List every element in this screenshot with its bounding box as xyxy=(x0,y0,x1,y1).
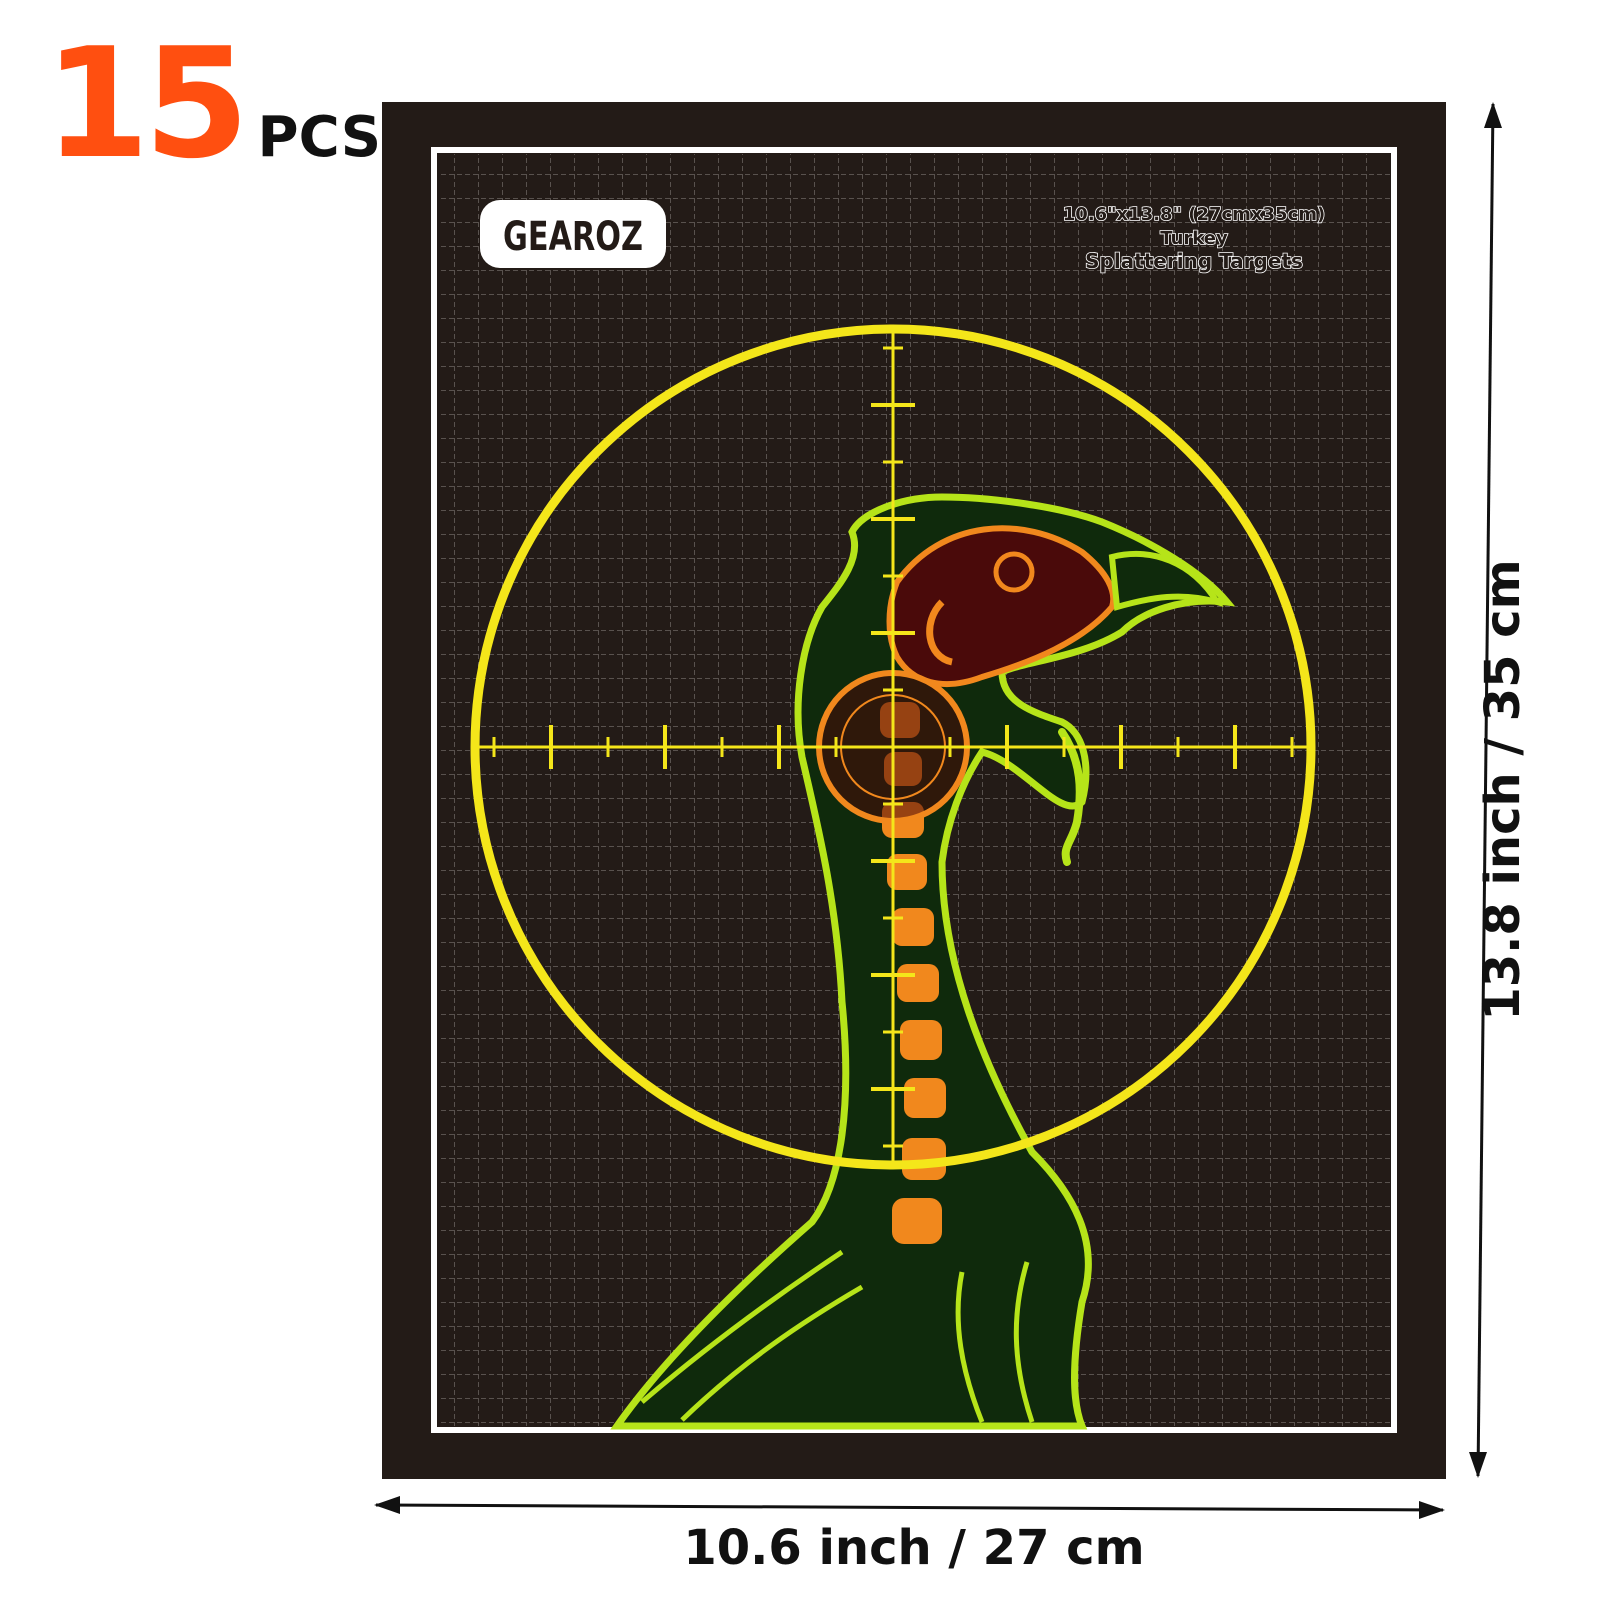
brand-logo: GEAROZ xyxy=(480,200,666,268)
width-arrow xyxy=(374,1496,1445,1519)
width-label: 10.6 inch / 27 cm xyxy=(683,1520,1145,1576)
height-arrow xyxy=(1469,102,1502,1478)
quantity-number: 15 xyxy=(44,15,250,192)
size-text: 10.6"x13.8" (27cmx35cm) xyxy=(1063,204,1325,225)
type-text: Turkey xyxy=(1160,228,1228,249)
turkey-head xyxy=(886,525,1224,687)
height-label: 13.8 inch / 35 cm xyxy=(1475,559,1531,1021)
brand-logo-text: GEAROZ xyxy=(503,214,643,260)
inner-border xyxy=(431,147,1397,1433)
product-text: Splattering Targets xyxy=(1085,249,1303,273)
turkey-eye xyxy=(993,551,1035,593)
target-info: 10.6"x13.8" (27cmx35cm) Turkey Splatteri… xyxy=(1062,203,1326,274)
target-sheet: GEAROZ 10.6"x13.8" (27cmx35cm) Turkey Sp… xyxy=(382,102,1446,1479)
quantity-badge: 15 PCS xyxy=(44,28,381,180)
reticle-ticks xyxy=(492,346,1294,1148)
quantity-unit: PCS xyxy=(257,105,382,170)
scope-reticle xyxy=(470,324,1316,1170)
turkey-silhouette xyxy=(610,493,1236,1430)
